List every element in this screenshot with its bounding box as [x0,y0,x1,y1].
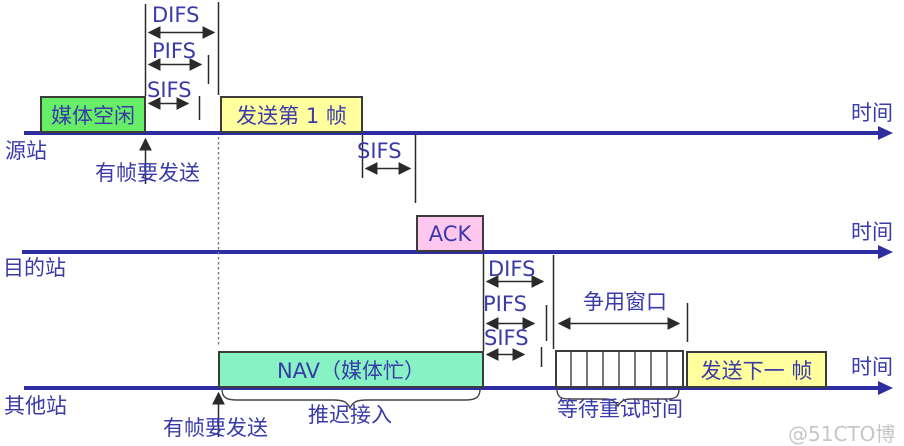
others-station-label: 其他站 [4,394,67,418]
dest-difs-label: DIFS [488,257,536,281]
top-pifs-label: PIFS [152,39,196,63]
frame1-box: 发送第 1 帧 [220,96,363,133]
frame-to-send-label-1: 有帧要发送 [95,161,200,185]
destination-station-label: 目的站 [3,256,66,280]
ack-label: ACK [428,221,472,246]
ack-box: ACK [416,215,484,252]
time-label-others: 时间 [851,355,893,379]
frame1-label: 发送第 1 帧 [236,103,347,128]
top-difs-label: DIFS [152,3,200,27]
nav-label: NAV（媒体忙） [276,358,426,383]
destination-timeline-arrowhead-icon [878,245,893,259]
top-sifs-label: SIFS [147,78,192,102]
contention-window-label: 争用窗口 [583,290,667,314]
others-timeline-arrowhead-icon [878,381,893,395]
wait-retry-label: 等待重试时间 [557,397,683,421]
frame-to-send-label-2: 有帧要发送 [163,416,268,440]
next-frame-box: 发送下一 帧 [686,351,827,388]
time-label-destination: 时间 [851,220,893,244]
watermark: @51CTO博客 [788,422,896,446]
contention-window-slots-box [555,350,684,388]
nav-box: NAV（媒体忙） [218,351,484,388]
source-timeline [24,131,880,135]
next-frame-label: 发送下一 帧 [700,358,813,383]
mid-sifs-label: SIFS [357,139,402,163]
source-station-label: 源站 [5,139,47,163]
source-timeline-arrowhead-icon [878,126,893,140]
destination-timeline [22,250,880,254]
medium-idle-box: 媒体空闲 [40,96,146,133]
others-timeline [24,386,880,390]
medium-idle-label: 媒体空闲 [51,103,135,128]
dest-sifs-label: SIFS [484,326,529,350]
defer-access-label: 推迟接入 [308,403,392,427]
dest-pifs-label: PIFS [483,292,527,316]
time-label-source: 时间 [851,101,893,125]
